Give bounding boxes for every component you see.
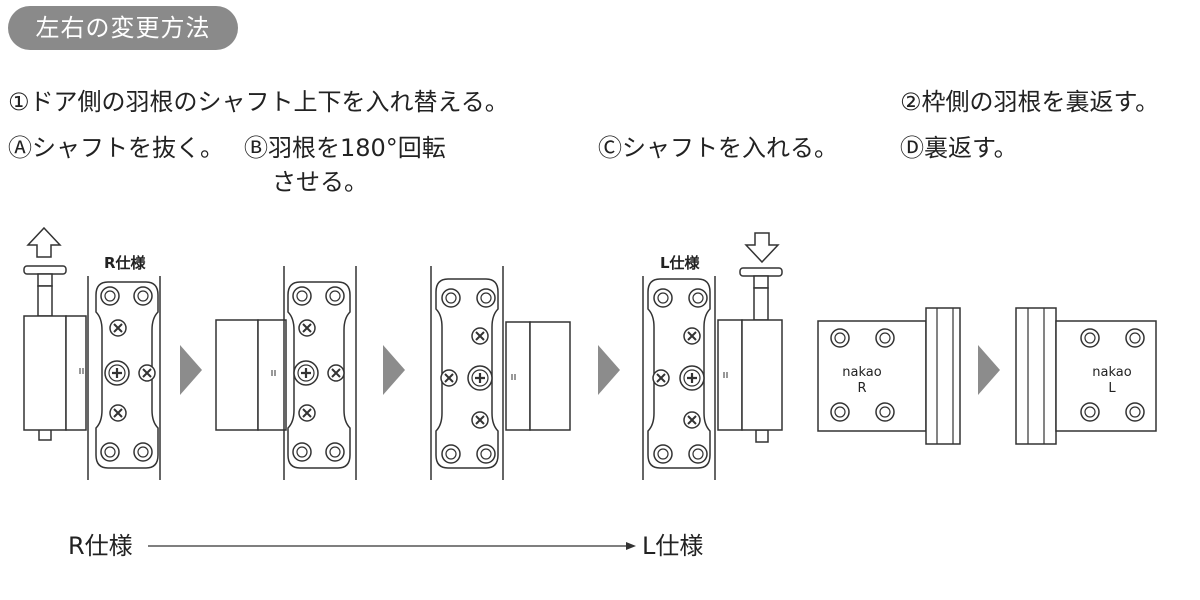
step-c-text: Ⓒシャフトを入れる。 — [598, 134, 838, 162]
figure-f: nakao L — [1015, 307, 1157, 445]
figure-a: R仕様 — [23, 226, 161, 480]
next-arrow-icon — [978, 345, 1000, 395]
next-arrow-icon — [180, 345, 202, 395]
figure-d-spec-label: L仕様 — [660, 254, 701, 272]
step-a-text: Ⓐシャフトを抜く。 — [8, 134, 224, 162]
brand-side-l: L — [1108, 381, 1116, 396]
brand-label-r: nakao — [842, 365, 881, 380]
brand-label-l: nakao — [1092, 365, 1131, 380]
figure-c — [430, 266, 571, 480]
up-arrow-icon — [26, 226, 62, 258]
brand-side-r: R — [857, 381, 866, 396]
next-arrow-icon — [383, 345, 405, 395]
step-1-text: ①ドア側の羽根のシャフト上下を入れ替える。 — [8, 88, 509, 116]
step-2-text: ②枠側の羽根を裏返す。 — [900, 88, 1160, 116]
step-d-text: Ⓓ裏返す。 — [900, 134, 1018, 162]
down-arrow-icon — [744, 232, 780, 264]
figure-d: L仕様 — [642, 232, 783, 480]
bottom-left-label: R仕様 — [68, 532, 133, 560]
section-title: 左右の変更方法 — [8, 6, 238, 50]
step-b-text-2: させる。 — [272, 168, 368, 196]
figure-e: nakao R — [817, 307, 961, 445]
figure-a-spec-label: R仕様 — [104, 254, 147, 272]
next-arrow-icon — [598, 345, 620, 395]
figure-b — [215, 266, 357, 480]
r-to-l-arrowhead — [626, 542, 636, 550]
step-b-text: Ⓑ羽根を180°回転 — [244, 134, 446, 162]
bottom-right-label: L仕様 — [642, 532, 704, 560]
